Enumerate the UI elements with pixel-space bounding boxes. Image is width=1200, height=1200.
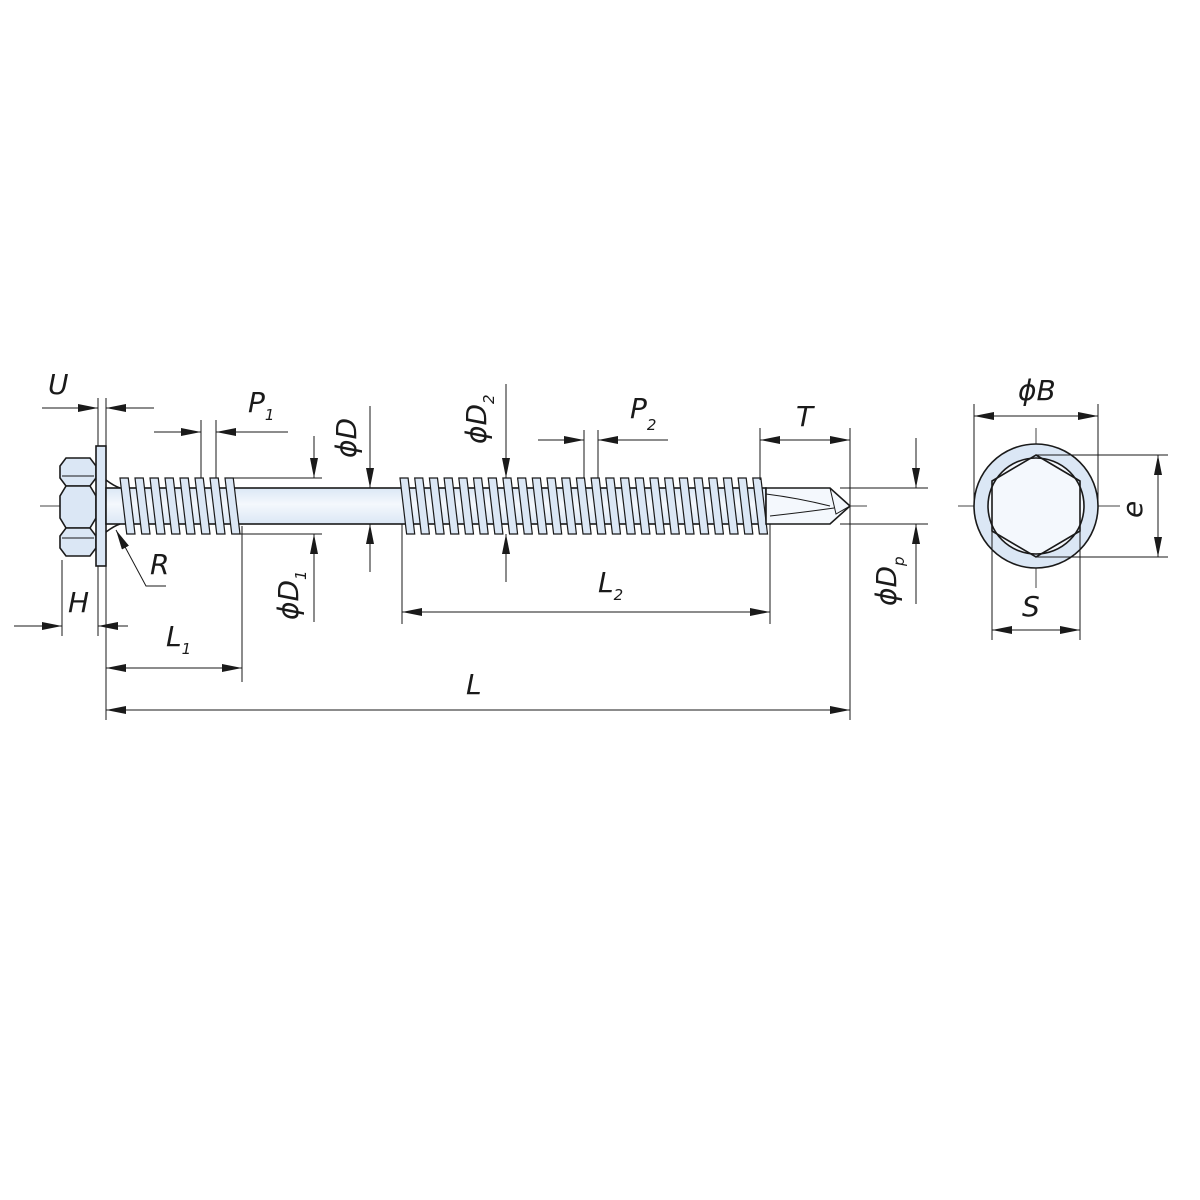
screw-end-view (973, 443, 1099, 569)
head-circle (987, 457, 1085, 555)
label-s: S (1022, 590, 1040, 623)
thread-crest (472, 477, 489, 535)
thread-crest (428, 477, 445, 535)
thread-crest (502, 477, 519, 535)
dimension-labels: U P1 ϕD ϕD2 P2 T ϕB e R ϕD1 L2 ϕDp S H L… (48, 368, 1149, 701)
drill-point (765, 487, 852, 525)
thread-crest (737, 477, 754, 535)
thread-crest (119, 477, 136, 535)
thread-crest (575, 477, 592, 535)
lower-thread (399, 477, 769, 535)
thread-crest (752, 477, 769, 535)
thread-crest (722, 477, 739, 535)
thread-crest (546, 477, 563, 535)
label-h: H (68, 586, 89, 619)
extension-lines (61, 398, 1168, 720)
thread-crest (531, 477, 548, 535)
label-l: L (466, 668, 482, 701)
thread-crest (693, 477, 710, 535)
thread-crest (134, 477, 151, 535)
label-e: e (1116, 501, 1149, 518)
hex-head (59, 457, 97, 557)
thread-crest (605, 477, 622, 535)
label-l1: L1 (166, 620, 191, 658)
thread-crest (634, 477, 651, 535)
label-u: U (48, 368, 69, 401)
label-dp: ϕDp (870, 556, 908, 606)
thread-crest (399, 477, 416, 535)
thread-crest (663, 477, 680, 535)
label-p1: P1 (248, 386, 274, 424)
thread-crest (443, 477, 460, 535)
thread-crest (414, 477, 431, 535)
label-b: ϕB (1018, 374, 1056, 407)
thread-crest (149, 477, 166, 535)
dimension-lines (14, 384, 1162, 714)
label-t: T (796, 400, 815, 433)
label-l2: L2 (598, 566, 623, 604)
label-r: R (150, 548, 169, 581)
upper-thread (119, 477, 241, 535)
thread-crest (516, 477, 533, 535)
label-d1: ϕD1 (272, 570, 310, 620)
thread-crest (179, 477, 196, 535)
thread-crest (590, 477, 607, 535)
thread-crest (619, 477, 636, 535)
washer-flange (95, 445, 107, 567)
label-d: ϕD (330, 418, 363, 458)
screw-side-view (59, 445, 852, 567)
thread-crest (164, 477, 181, 535)
thread-crest (458, 477, 475, 535)
label-p2: P2 (630, 392, 656, 434)
thread-crest (649, 477, 666, 535)
label-d2: ϕD2 (460, 394, 498, 444)
thread-crest (678, 477, 695, 535)
thread-crest (561, 477, 578, 535)
thread-crest (708, 477, 725, 535)
